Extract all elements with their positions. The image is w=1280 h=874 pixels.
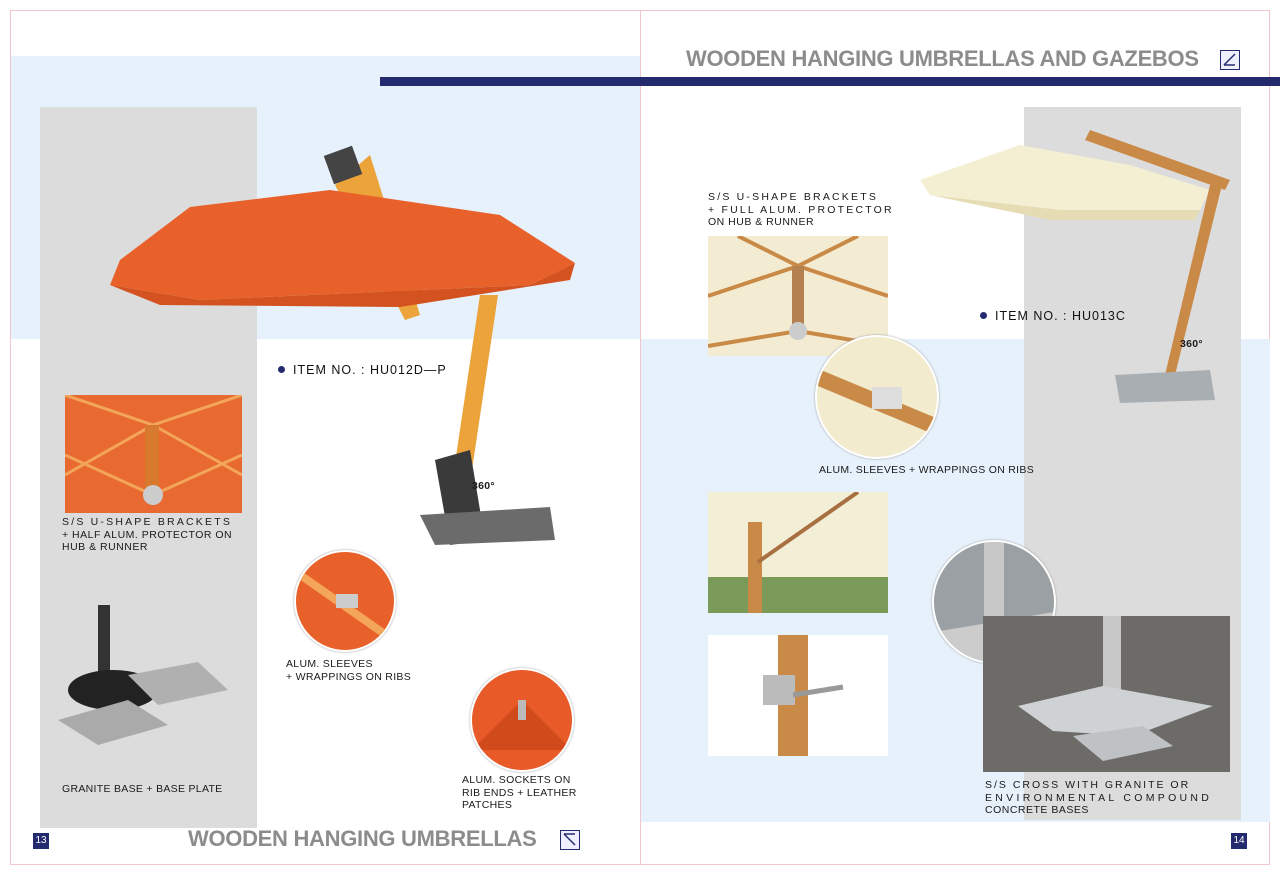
granite-base-photo	[58, 605, 228, 745]
right-rotation-label: 360°	[1180, 338, 1203, 350]
footer-title: WOODEN HANGING UMBRELLAS	[188, 826, 537, 851]
right-sleeves-caption: ALUM. SLEEVES + WRAPPINGS ON RIBS	[819, 464, 1034, 476]
hub-runner-photo	[65, 395, 242, 513]
left-brackets-caption: S/S U-SHAPE BRACKETS+ HALF ALUM. PROTECT…	[62, 516, 233, 553]
orange-cantilever-umbrella-image	[110, 145, 575, 545]
sleeves-detail-photo-right	[815, 335, 939, 459]
arrow-corner-icon	[560, 830, 580, 850]
granite-base-caption: GRANITE BASE + BASE PLATE	[62, 783, 223, 795]
sleeves-detail-photo	[294, 550, 396, 652]
crank-handle-photo	[708, 635, 888, 756]
left-sleeves-caption: ALUM. SLEEVES+ WRAPPINGS ON RIBS	[286, 658, 412, 683]
header-title: WOODEN HANGING UMBRELLAS AND GAZEBOS	[686, 46, 1199, 71]
left-rotation-label: 360°	[472, 480, 495, 492]
right-brackets-caption: S/S U-SHAPE BRACKETS+ FULL ALUM. PROTECT…	[708, 191, 894, 228]
left-item-number: ITEM NO. : HU012D—P	[278, 363, 447, 377]
rib-joint-photo	[708, 492, 888, 613]
right-page-number: 14	[1231, 833, 1247, 849]
sockets-detail-photo	[470, 668, 574, 772]
granite-cross-base-photo	[983, 616, 1230, 772]
arrow-corner-icon	[1220, 50, 1240, 70]
cream-cantilever-umbrella-image	[920, 130, 1230, 403]
header-bar	[380, 77, 1280, 86]
left-page-number: 13	[33, 833, 49, 849]
right-item-number: ITEM NO. : HU013C	[980, 309, 1126, 323]
hub-runner-photo-right	[708, 236, 888, 356]
